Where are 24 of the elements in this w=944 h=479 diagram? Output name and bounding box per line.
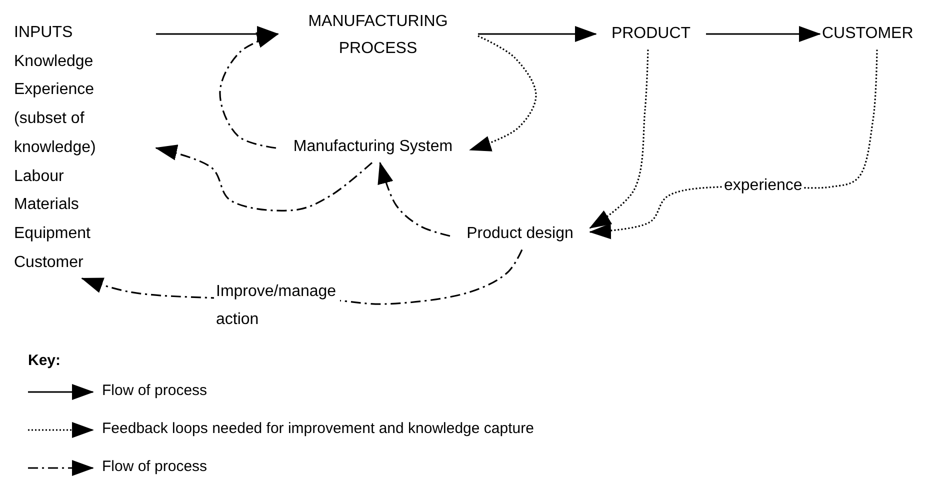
node-label: Knowledge bbox=[14, 52, 94, 72]
arrow bbox=[378, 162, 450, 237]
node-label: PRODUCT bbox=[610, 24, 692, 44]
node-label: Materials bbox=[14, 195, 80, 216]
arrow bbox=[219, 32, 279, 149]
legend-label: Flow of process bbox=[102, 458, 208, 475]
node-label: INPUTS bbox=[14, 23, 74, 43]
arrow bbox=[469, 35, 537, 152]
node-label: Manufacturing System bbox=[292, 137, 454, 157]
node-label: MANUFACTURING PROCESS bbox=[307, 12, 449, 59]
node-label: Labour bbox=[14, 166, 65, 187]
legend-heading: Key: bbox=[28, 352, 61, 369]
arrow bbox=[156, 26, 279, 42]
arrow bbox=[155, 144, 373, 212]
legend-label: Flow of process bbox=[102, 382, 208, 399]
node-label: CUSTOMER bbox=[822, 24, 914, 44]
arrow bbox=[589, 50, 649, 229]
node-label: Experience (subset of knowledge) bbox=[14, 80, 97, 158]
arrow bbox=[706, 26, 821, 42]
arrow bbox=[478, 26, 597, 42]
legend-label: Feedback loops needed for improvement and knowledge capture bbox=[102, 420, 534, 437]
node-label: Equipment bbox=[14, 224, 92, 244]
node-label: Product design bbox=[466, 224, 574, 244]
node-label: Customer bbox=[14, 252, 84, 273]
